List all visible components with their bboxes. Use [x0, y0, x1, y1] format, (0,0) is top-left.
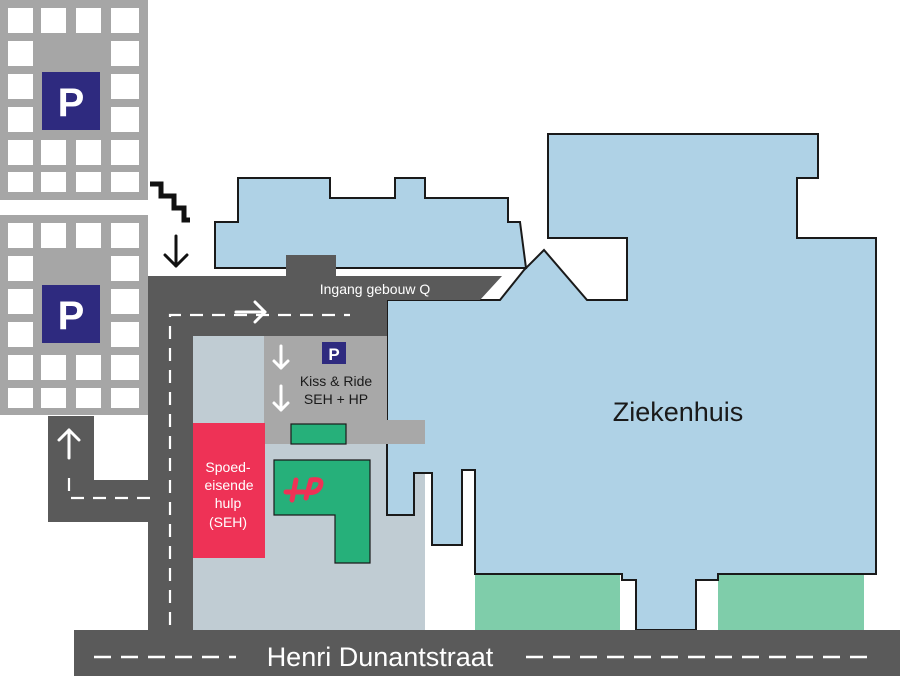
seh-label-line4: (SEH)	[209, 514, 247, 530]
hospital-label: Ziekenhuis	[613, 397, 744, 427]
street-label-bg	[236, 640, 522, 672]
parking-sign-icon	[322, 342, 346, 364]
kiss-ride-sub-label: SEH + HP	[304, 391, 368, 407]
seh-label-line3: hulp	[215, 495, 242, 511]
access-road	[148, 255, 502, 630]
kiss-ride-label: Kiss & Ride	[300, 373, 373, 389]
stairs-icon	[150, 181, 190, 223]
green-area-left	[475, 574, 620, 630]
street-label: Henri Dunantstraat	[267, 642, 494, 672]
huisartsenpost-building	[273, 459, 371, 564]
parking-label-top: P	[58, 81, 85, 125]
arrow-down-icon	[272, 384, 290, 412]
parking-garage-bottom	[0, 215, 148, 415]
huisartsenpost-logo-icon	[283, 477, 324, 503]
arrow-down-icon	[272, 344, 290, 370]
parking-sign-icon	[42, 285, 100, 343]
arrow-right-icon	[234, 300, 267, 324]
arrow-up-icon	[57, 428, 81, 460]
arrow-down-icon	[163, 234, 189, 268]
hospital-upper-wing	[214, 177, 528, 269]
entrance-q-label: Ingang gebouw Q	[320, 281, 431, 297]
parking-sign-icon	[42, 72, 100, 130]
kiss-ride-zone	[264, 336, 425, 444]
seh-building	[193, 423, 265, 558]
hospital-building	[386, 133, 877, 631]
green-building-small	[290, 423, 347, 445]
seh-label-line2: eisende	[204, 477, 253, 493]
parking-garage-top	[0, 0, 148, 200]
seh-label-line1: Spoed-	[205, 459, 250, 475]
parking-label-bottom: P	[58, 294, 85, 338]
parking-exit-road	[48, 416, 150, 522]
green-area-right	[718, 574, 864, 630]
kiss-ride-parking-label: P	[328, 345, 339, 364]
